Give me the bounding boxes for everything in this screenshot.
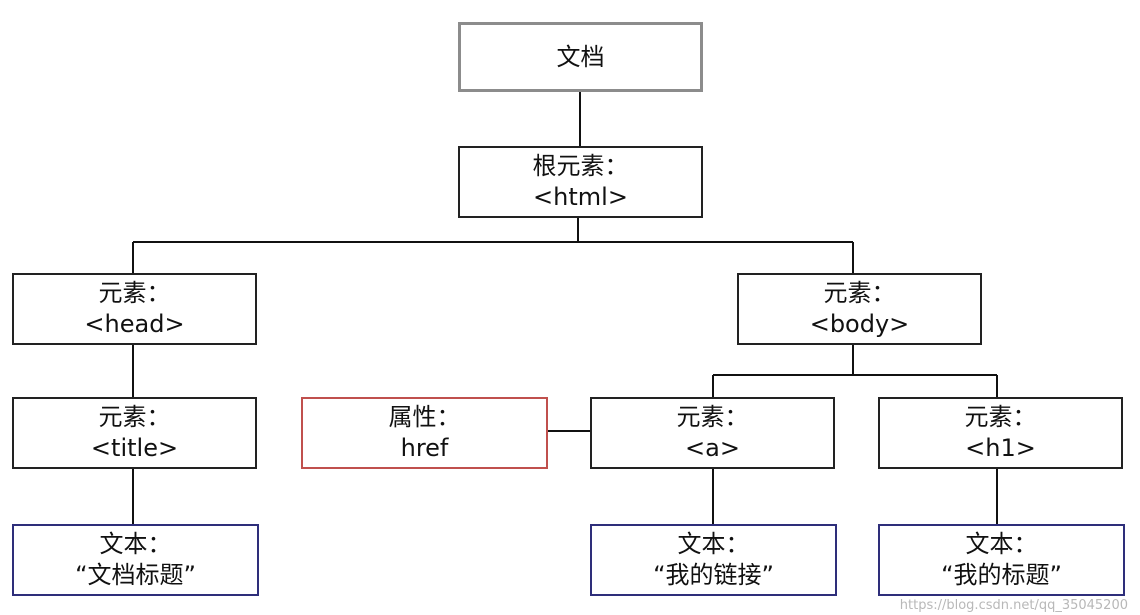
node-head-tag: <head> xyxy=(84,310,185,338)
node-text-h1-value: “我的标题” xyxy=(941,561,1062,589)
node-attr-name: href xyxy=(400,434,449,462)
node-title-tag: <title> xyxy=(90,434,179,462)
node-document: 文档 xyxy=(458,22,703,92)
node-title-label: 元素： xyxy=(98,403,171,431)
node-body-label: 元素： xyxy=(823,279,896,307)
node-attr-label: 属性： xyxy=(388,403,461,431)
node-text-title: 文本： “文档标题” xyxy=(12,524,259,596)
node-text-title-label: 文本： xyxy=(99,530,172,558)
node-root-label: 根元素： xyxy=(532,152,629,180)
node-text-a-value: “我的链接” xyxy=(653,561,774,589)
node-h1-label: 元素： xyxy=(964,403,1037,431)
node-body: 元素： <body> xyxy=(737,273,982,345)
node-title: 元素： <title> xyxy=(12,397,257,469)
node-text-h1: 文本： “我的标题” xyxy=(878,524,1125,596)
node-a: 元素： <a> xyxy=(590,397,835,469)
node-root-tag: <html> xyxy=(533,183,628,211)
node-a-label: 元素： xyxy=(676,403,749,431)
node-head-label: 元素： xyxy=(98,279,171,307)
node-a-tag: <a> xyxy=(685,434,740,462)
watermark: https://blog.csdn.net/qq_35045200 xyxy=(899,598,1128,613)
node-root-html: 根元素： <html> xyxy=(458,146,703,218)
node-text-title-value: “文档标题” xyxy=(75,561,196,589)
node-text-h1-label: 文本： xyxy=(965,530,1038,558)
node-h1: 元素： <h1> xyxy=(878,397,1123,469)
node-text-a: 文本： “我的链接” xyxy=(590,524,837,596)
node-head: 元素： <head> xyxy=(12,273,257,345)
node-document-label: 文档 xyxy=(556,42,605,71)
node-attribute-href: 属性： href xyxy=(301,397,548,469)
node-body-tag: <body> xyxy=(809,310,910,338)
node-h1-tag: <h1> xyxy=(965,434,1036,462)
node-text-a-label: 文本： xyxy=(677,530,750,558)
